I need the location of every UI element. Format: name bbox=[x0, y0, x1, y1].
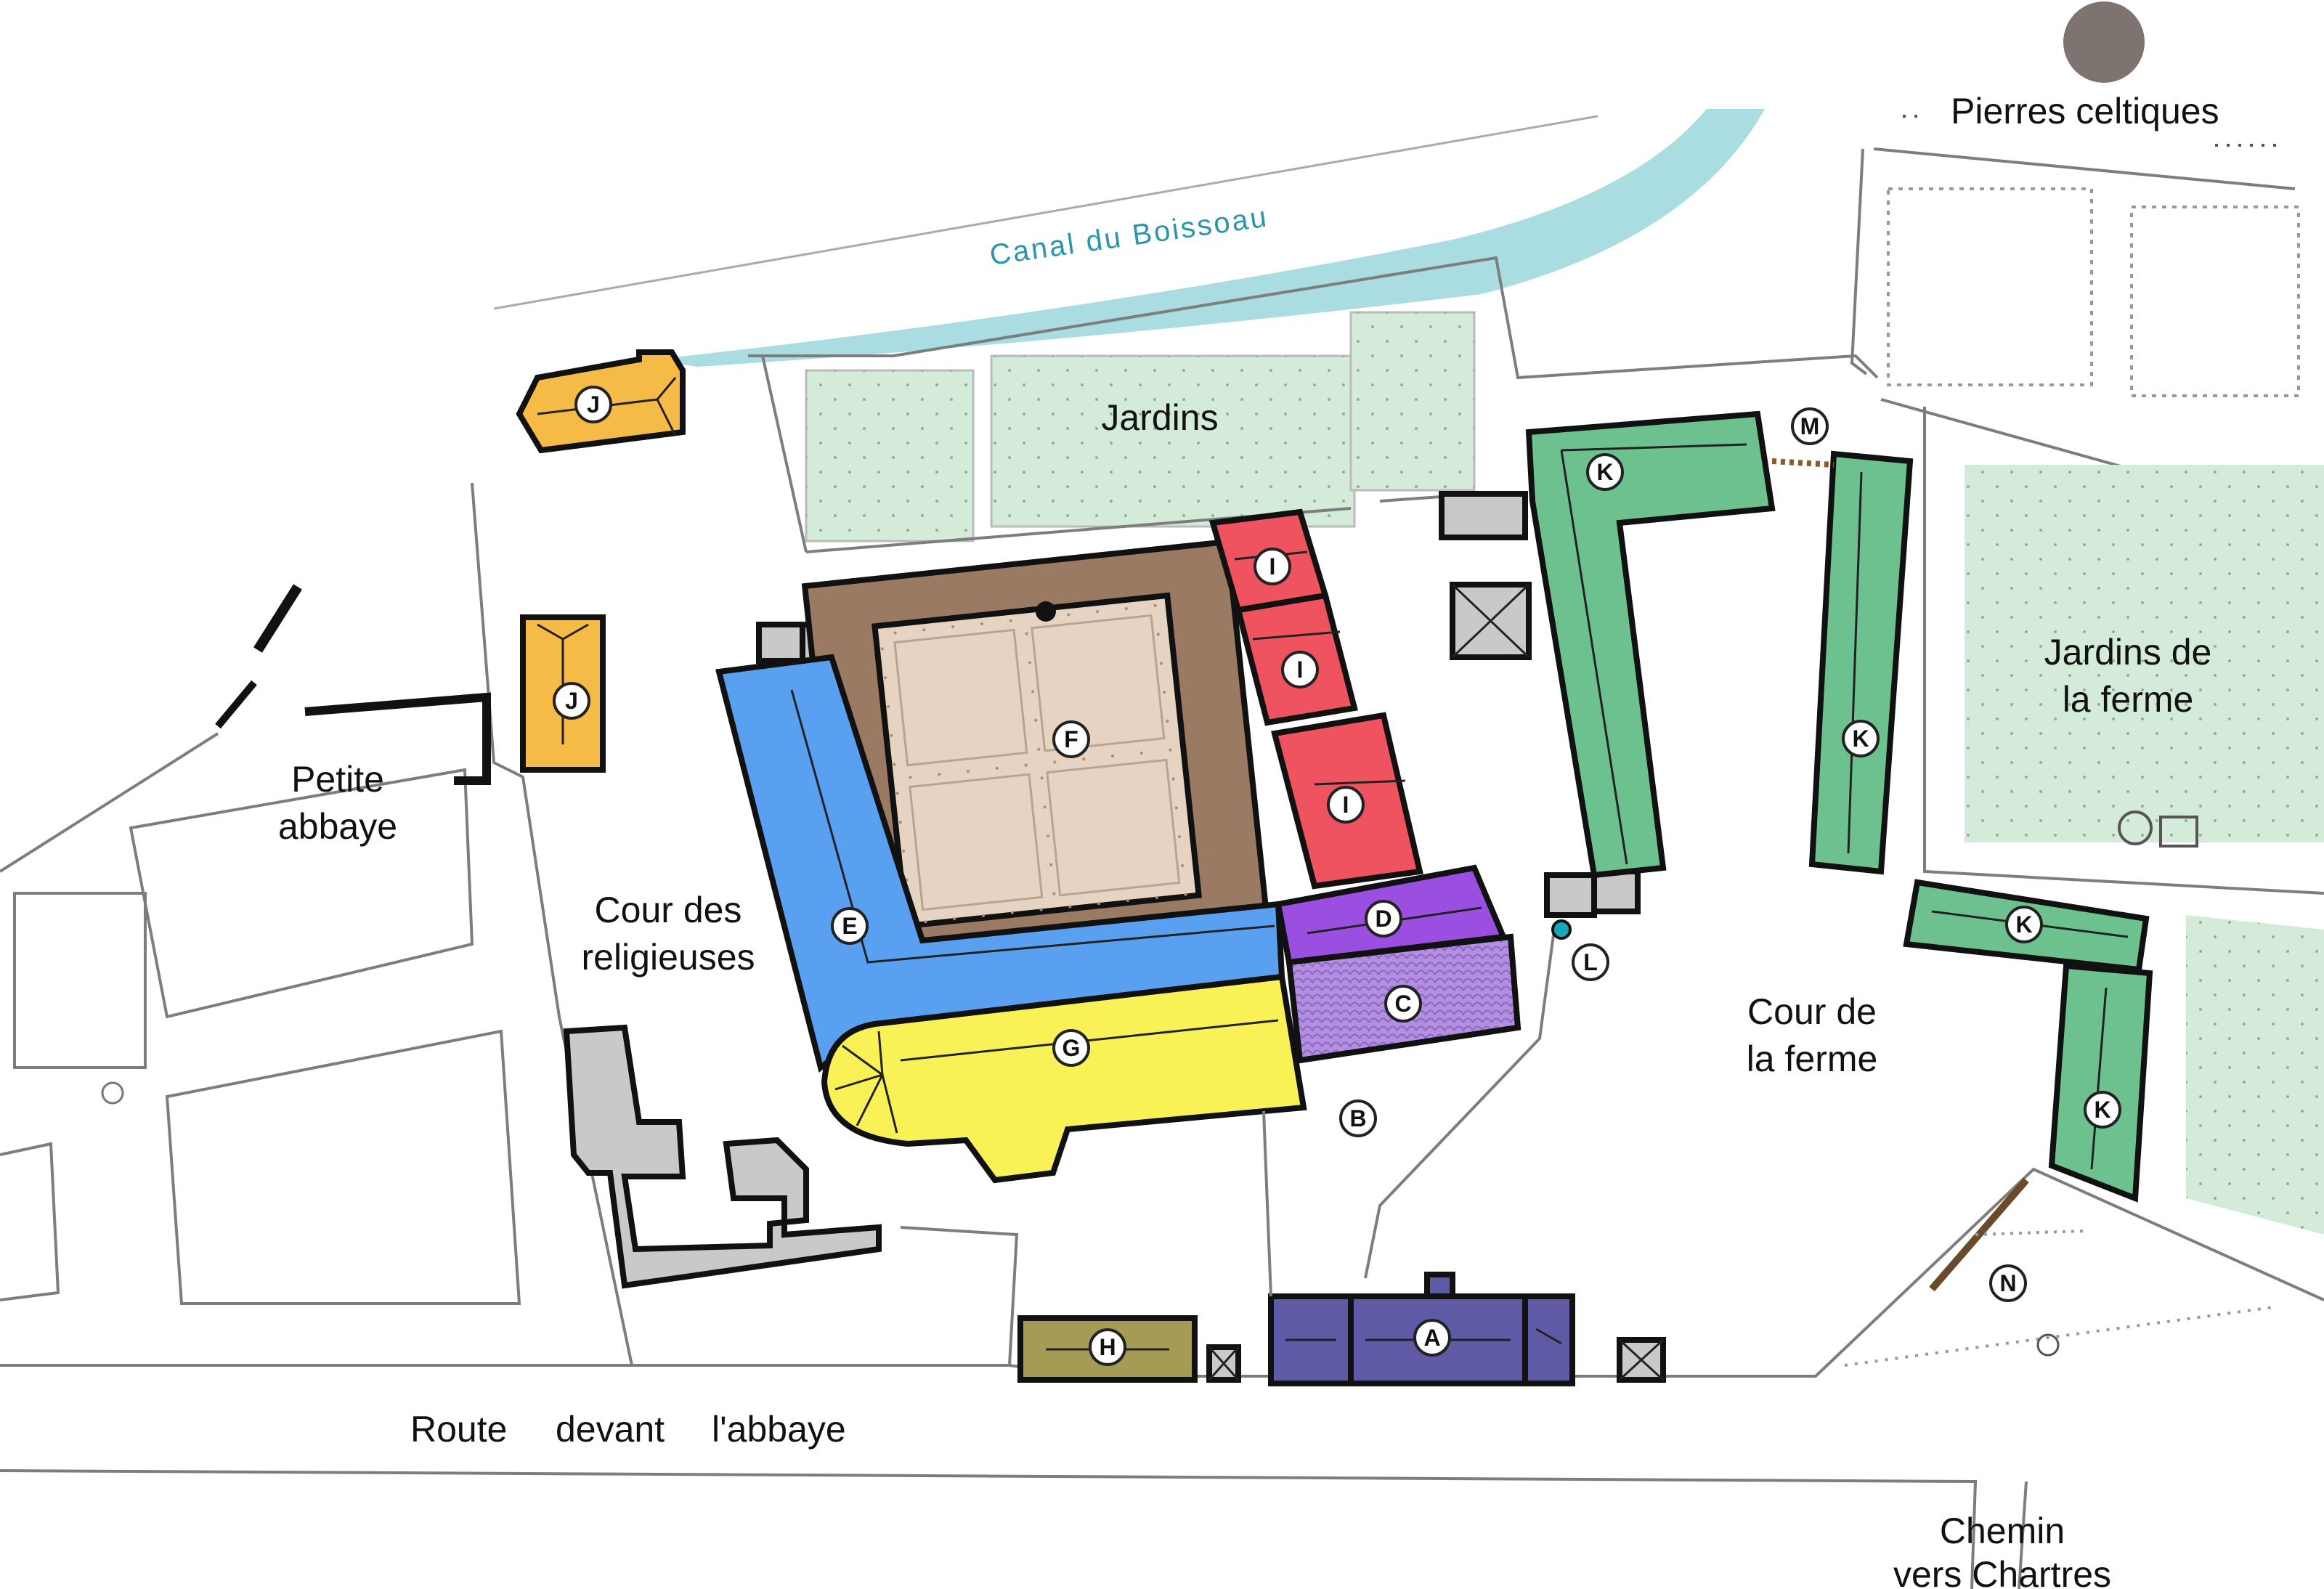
marker-g: G bbox=[1052, 1029, 1090, 1067]
label-chemin-2: vers Chartres bbox=[1893, 1554, 2111, 1589]
canal bbox=[654, 109, 1765, 367]
svg-text:H: H bbox=[1099, 1334, 1116, 1360]
svg-text:J: J bbox=[565, 688, 578, 714]
svg-text:B: B bbox=[1349, 1105, 1366, 1131]
svg-text:M: M bbox=[1800, 413, 1820, 439]
marker-e: E bbox=[831, 907, 869, 945]
marker-i-2: I bbox=[1281, 651, 1319, 688]
label-route-abbaye: l'abbaye bbox=[712, 1409, 846, 1450]
marker-d: D bbox=[1365, 900, 1402, 938]
marker-c: C bbox=[1384, 985, 1422, 1023]
marker-i-1: I bbox=[1254, 548, 1291, 585]
building-f-cloister bbox=[801, 538, 1272, 983]
marker-m: M bbox=[1791, 407, 1829, 445]
label-cour-ferme-2: la ferme bbox=[1747, 1039, 1878, 1079]
svg-text:I: I bbox=[1343, 792, 1349, 818]
svg-text:E: E bbox=[842, 913, 857, 939]
label-cour-ferme: Cour de bbox=[1747, 991, 1877, 1032]
label-jardins-ferme-2: la ferme bbox=[2063, 679, 2194, 720]
marker-j-1: J bbox=[574, 386, 612, 423]
label-cour-religieuses-2: religieuses bbox=[581, 937, 755, 978]
marker-k-3: K bbox=[2005, 906, 2043, 943]
marker-f: F bbox=[1052, 720, 1090, 758]
label-route-devant: devant bbox=[556, 1409, 665, 1450]
label-petite-abbaye: Petite bbox=[291, 759, 384, 800]
label-jardins: Jardins bbox=[1101, 397, 1218, 438]
building-k bbox=[1525, 410, 2153, 1203]
label-cour-religieuses: Cour des bbox=[595, 890, 742, 930]
svg-text:K: K bbox=[2015, 911, 2032, 938]
svg-text:G: G bbox=[1063, 1035, 1081, 1061]
svg-text:N: N bbox=[1999, 1270, 2016, 1296]
marker-h: H bbox=[1089, 1328, 1126, 1366]
svg-text:K: K bbox=[2094, 1097, 2110, 1123]
marker-i-3: I bbox=[1327, 786, 1365, 824]
svg-text:I: I bbox=[1269, 553, 1276, 580]
marker-k-2: K bbox=[1842, 720, 1880, 757]
marker-n: N bbox=[1989, 1264, 2027, 1302]
label-pierres-celtiques: Pierres celtiques bbox=[1951, 91, 2219, 131]
svg-text:L: L bbox=[1583, 949, 1598, 975]
marker-l: L bbox=[1572, 943, 1609, 981]
marker-b: B bbox=[1339, 1100, 1377, 1137]
svg-text:K: K bbox=[1852, 726, 1869, 752]
svg-text:A: A bbox=[1423, 1325, 1440, 1351]
marker-j-2: J bbox=[553, 682, 590, 720]
svg-text:F: F bbox=[1064, 726, 1078, 752]
svg-text:J: J bbox=[587, 391, 600, 418]
svg-text:K: K bbox=[1596, 459, 1613, 485]
label-route: Route bbox=[410, 1409, 507, 1450]
svg-text:D: D bbox=[1375, 906, 1391, 932]
building-g bbox=[821, 973, 1307, 1184]
label-chemin: Chemin bbox=[1940, 1511, 2065, 1551]
label-petite-abbaye-2: abbaye bbox=[278, 806, 397, 847]
building-a bbox=[1268, 1272, 1575, 1386]
svg-text:I: I bbox=[1297, 657, 1304, 683]
svg-text:C: C bbox=[1394, 991, 1411, 1017]
marker-a: A bbox=[1413, 1319, 1451, 1357]
letter-markers: A B C D E F G H I I I J J K K K K L M N bbox=[553, 386, 2121, 1366]
marker-k-1: K bbox=[1586, 453, 1624, 491]
marker-k-4: K bbox=[2084, 1091, 2121, 1129]
celtic-stone-icon bbox=[2063, 1, 2145, 83]
label-jardins-ferme: Jardins de bbox=[2044, 632, 2212, 672]
